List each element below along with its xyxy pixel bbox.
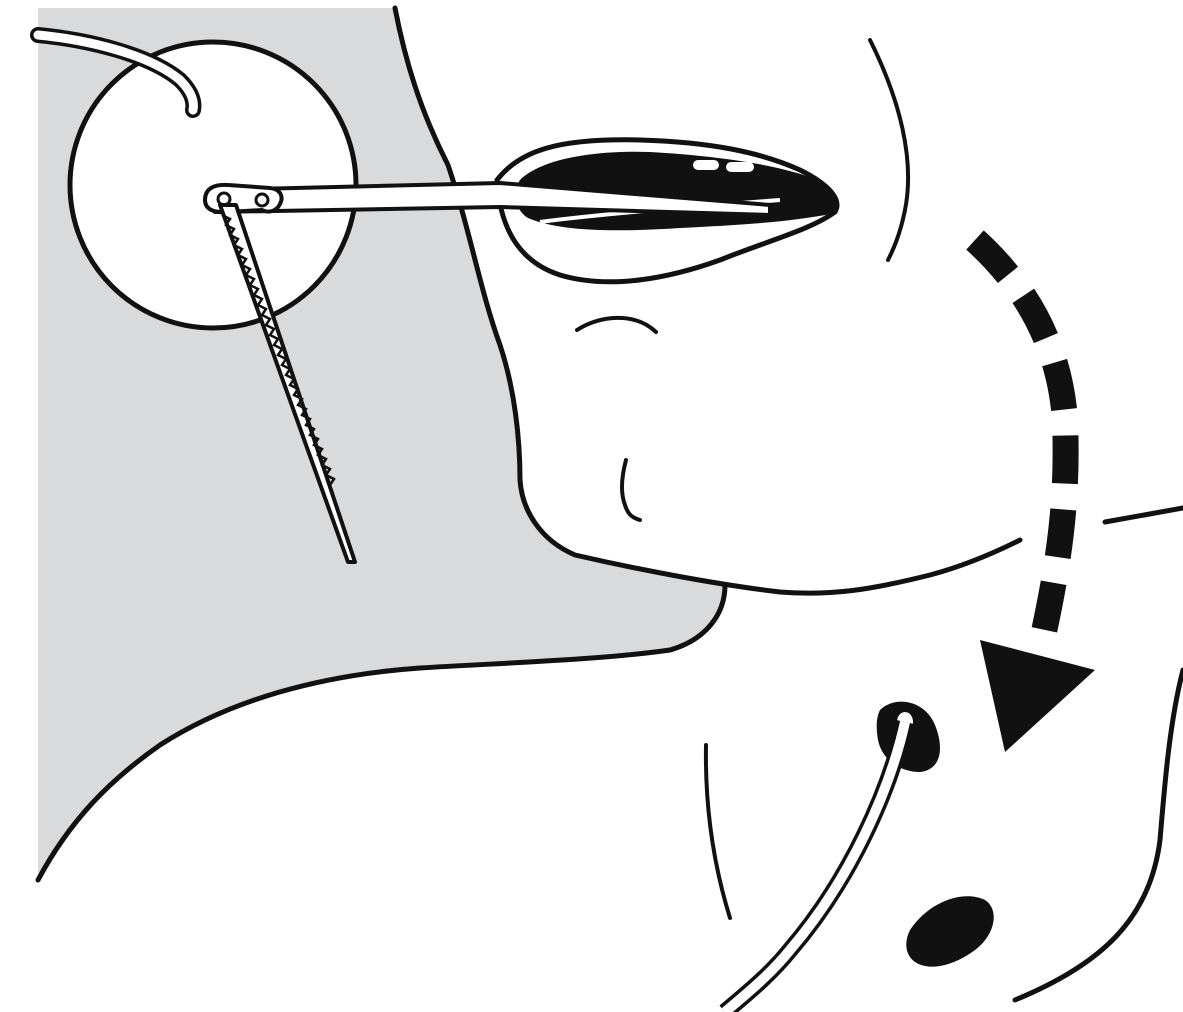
probe-hole-2 <box>256 194 268 206</box>
teeth-2 <box>726 162 754 172</box>
probe-handle <box>205 185 282 212</box>
teeth-1 <box>693 160 719 170</box>
